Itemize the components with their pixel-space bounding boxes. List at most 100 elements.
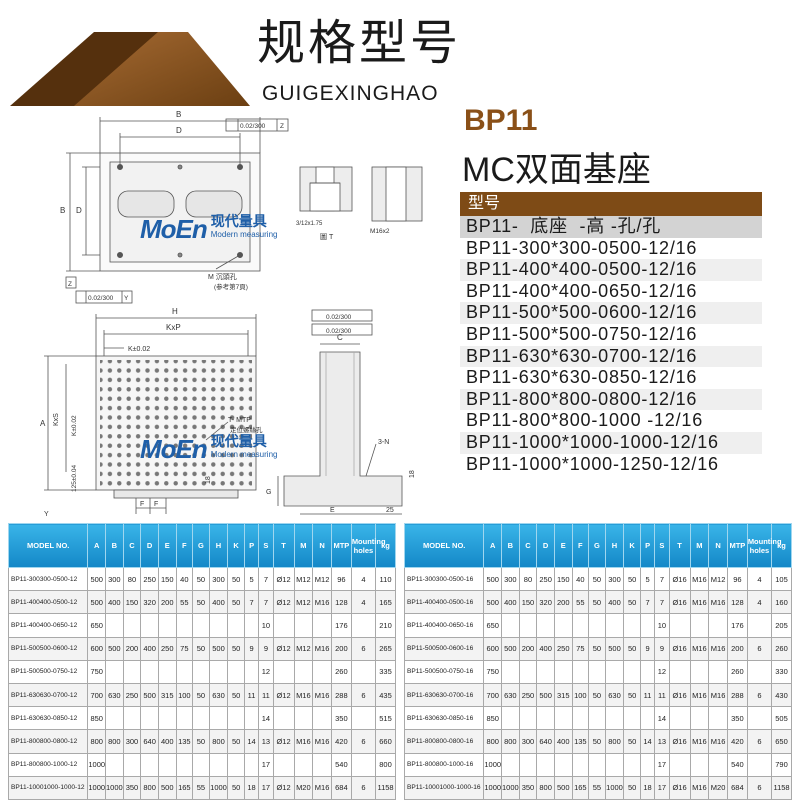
value-cell: 165 (175, 775, 194, 800)
column-header: M (689, 523, 710, 568)
value-cell: 1000 (87, 752, 107, 777)
value-cell: M12 (708, 566, 728, 592)
value-cell: Ø16 (668, 566, 691, 592)
value-cell: 50 (192, 636, 210, 661)
value-cell: 400 (604, 590, 625, 615)
value-cell: 500 (604, 636, 625, 661)
value-cell (668, 613, 691, 638)
brand-logo (10, 32, 250, 106)
value-cell: 11 (243, 682, 260, 708)
value-cell: 17 (258, 752, 274, 777)
value-cell (105, 706, 124, 731)
model-cell: BP11-630630-0700-16 (403, 682, 485, 708)
page-subtitle: GUIGEXINGHAO (262, 82, 439, 105)
value-cell (208, 752, 229, 777)
value-cell: 500 (483, 590, 503, 615)
top-view-drawing: B D B D 0.02/300 Z 0.02/300 Y Z M 沉頭孔 (参… (60, 110, 423, 304)
value-cell: 1000 (483, 775, 503, 800)
column-header: N (312, 523, 332, 568)
value-cell: Ø12 (272, 775, 295, 800)
value-cell (518, 706, 538, 731)
value-cell (175, 659, 194, 684)
value-cell: 6 (746, 682, 773, 708)
value-cell: M16 (293, 729, 314, 754)
value-cell: 128 (330, 590, 352, 615)
value-cell: 505 (771, 706, 792, 731)
value-cell: 50 (192, 682, 210, 708)
column-header: MTP (330, 523, 352, 568)
value-cell (157, 613, 177, 638)
slot-right (185, 190, 243, 218)
value-cell (122, 659, 142, 684)
value-cell (553, 659, 573, 684)
value-cell (312, 752, 332, 777)
value-cell (604, 613, 625, 638)
model-cell: BP11-500500-0600-16 (403, 636, 485, 661)
value-cell (293, 613, 314, 638)
value-cell: 500 (536, 682, 555, 708)
column-header: E (553, 523, 573, 568)
value-cell (708, 613, 728, 638)
value-cell (639, 613, 656, 638)
value-cell (501, 659, 520, 684)
value-cell: 50 (623, 775, 641, 800)
column-header: kg (375, 523, 396, 568)
value-cell: 300 (208, 566, 229, 592)
model-cell: BP11-400400-0500-16 (403, 590, 485, 615)
model-list-item: BP11-1000*1000-1000-12/16 (460, 431, 762, 454)
value-cell: 500 (105, 636, 124, 661)
value-cell (293, 752, 314, 777)
value-cell: 250 (157, 636, 177, 661)
value-cell: 420 (330, 729, 352, 754)
value-cell: 300 (105, 566, 124, 592)
value-cell: M12 (312, 566, 332, 592)
value-cell: 320 (140, 590, 159, 615)
value-cell: 330 (771, 659, 792, 684)
value-cell (140, 659, 159, 684)
model-cell: BP11-10001000-1000-16 (403, 775, 485, 800)
value-cell (536, 706, 555, 731)
value-cell (536, 752, 555, 777)
value-cell: 400 (208, 590, 229, 615)
value-cell: 350 (330, 706, 352, 731)
value-cell (571, 706, 590, 731)
value-cell: 75 (571, 636, 590, 661)
dim-side: 3/12x1.75 (296, 221, 323, 227)
value-cell (553, 706, 573, 731)
value-cell: 150 (122, 590, 142, 615)
value-cell: 850 (87, 706, 107, 731)
value-cell: 430 (771, 682, 792, 708)
value-cell: M16 (689, 729, 710, 754)
dim-kxs-label: KxS (53, 413, 60, 426)
column-header: Mounting holes (746, 523, 782, 568)
value-cell: 350 (122, 775, 142, 800)
value-cell: 110 (375, 566, 396, 592)
column-header: B (501, 523, 520, 568)
value-cell: 50 (588, 682, 606, 708)
value-cell (105, 752, 124, 777)
model-list-item: BP11-300*300-0500-12/16 (466, 237, 698, 258)
value-cell (208, 613, 229, 638)
model-list-item: BP11-500*500-0600-12/16 (460, 302, 762, 324)
value-cell: 400 (157, 729, 177, 754)
value-cell: 540 (330, 752, 352, 777)
value-cell: 160 (771, 590, 792, 615)
watermark-cn: 现代量具 (210, 213, 267, 229)
value-cell: 7 (258, 566, 274, 592)
value-cell: Ø12 (272, 729, 295, 754)
value-cell: 150 (518, 590, 538, 615)
column-header: MTP (726, 523, 748, 568)
value-cell (175, 613, 194, 638)
value-cell (689, 659, 710, 684)
value-cell: 13 (654, 729, 670, 754)
value-cell: M16 (708, 636, 728, 661)
value-cell (227, 659, 245, 684)
value-cell: 800 (140, 775, 159, 800)
model-cell: BP11-500500-0600-12 (7, 636, 89, 661)
value-cell (571, 752, 590, 777)
value-cell: 105 (771, 566, 792, 592)
value-cell: 260 (726, 659, 748, 684)
